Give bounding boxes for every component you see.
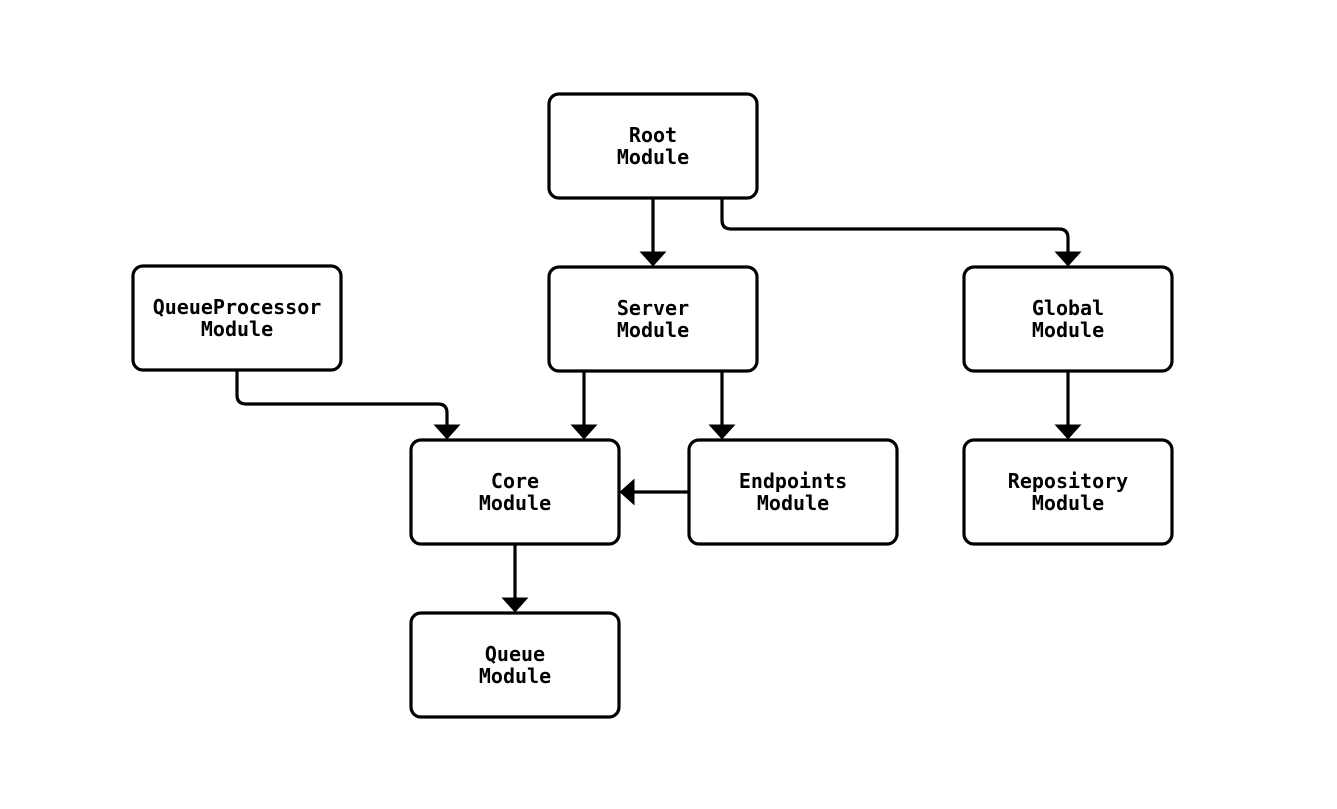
edge-root-module-to-global-module xyxy=(720,198,1082,267)
node-global-module-box xyxy=(962,265,1174,373)
node-endpoints-module-box xyxy=(687,438,899,546)
edge-queueprocessor-module-to-core-module xyxy=(235,370,461,440)
edges-layer xyxy=(235,198,1082,613)
node-server-module-box xyxy=(547,265,759,373)
node-repository-module-box xyxy=(962,438,1174,546)
node-core-module-box xyxy=(409,438,621,546)
node-queueprocessor-module-box xyxy=(131,264,343,372)
node-queue-module-box xyxy=(409,611,621,719)
node-root-module-box xyxy=(547,92,759,200)
